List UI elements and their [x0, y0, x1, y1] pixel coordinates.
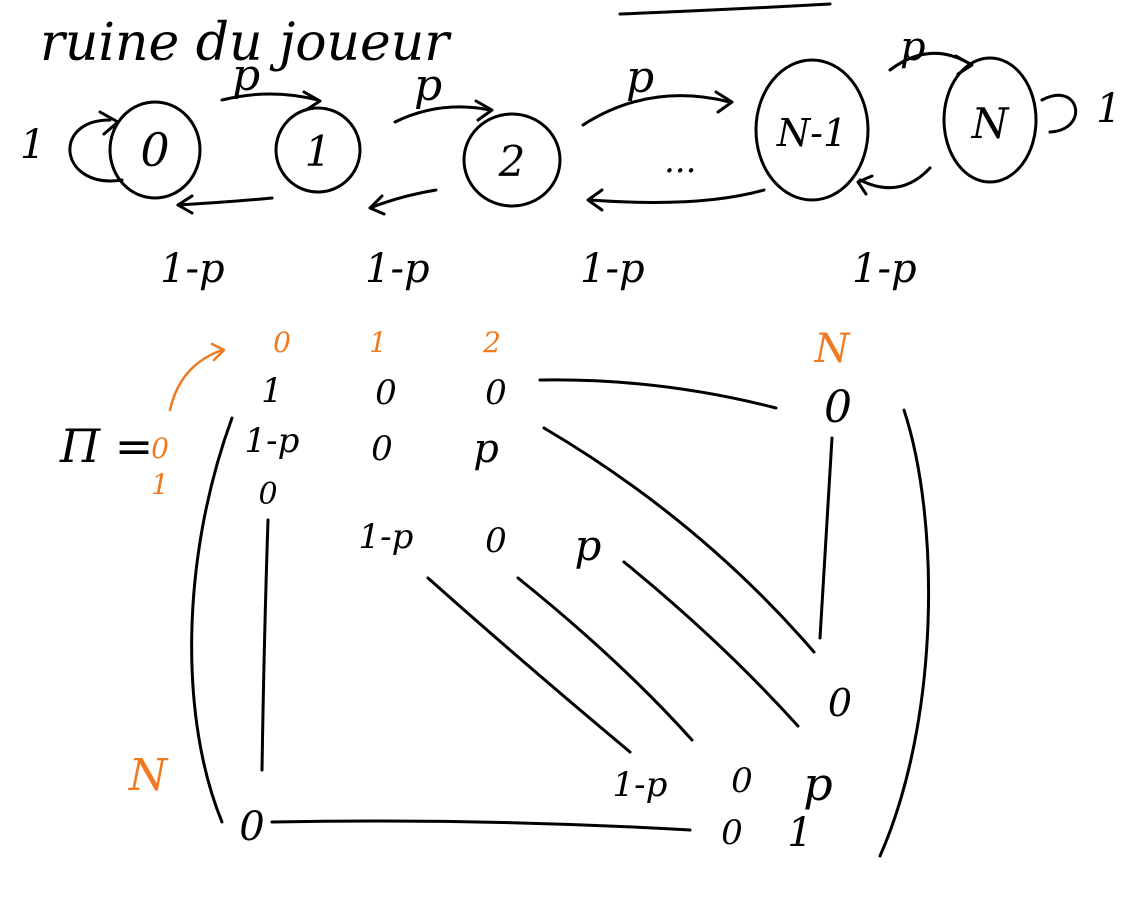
entry-r3-c2: 0 — [485, 521, 507, 561]
column-index-1: 1 — [369, 326, 387, 359]
entry-last-c1: 0 — [721, 813, 743, 853]
entry-pen-c0: 1-p — [613, 765, 668, 805]
entry-last-c2: 1 — [787, 810, 812, 856]
index-corner-arrowhead — [210, 342, 226, 362]
state-1-label: 1 — [305, 127, 332, 176]
self-loop-0 — [68, 118, 124, 183]
subdiagonal-line — [426, 576, 632, 754]
state-n-minus-1: N-1 — [754, 58, 870, 202]
entry-r1-c0: 1-p — [245, 421, 300, 461]
backward-arrow-2-1-head — [368, 194, 386, 216]
entry-last-c0: 0 — [239, 804, 264, 850]
state-n-circle — [942, 56, 1038, 184]
state-2: 2 — [462, 112, 562, 208]
upper-diagonal-line — [542, 426, 816, 654]
self-loop-label-0: 1 — [20, 122, 45, 168]
row-index-0: 0 — [151, 432, 169, 465]
state-n: N — [942, 56, 1038, 184]
column-index-2: 2 — [482, 326, 501, 359]
entry-r1-c2: p — [473, 426, 499, 472]
col0-continuation-line — [260, 518, 270, 772]
state-1: 1 — [274, 106, 362, 194]
main-diagonal-line — [516, 576, 694, 742]
state-1-circle — [274, 106, 362, 194]
entry-r3-c3: p — [575, 521, 602, 570]
backward-arrow-1-0 — [176, 196, 274, 207]
backward-label-1-0: 1-p — [160, 246, 225, 292]
row-index-n: N — [128, 750, 169, 801]
superdiagonal-line — [622, 560, 800, 728]
forward-label-n1-n: p — [900, 24, 926, 70]
row-index-1: 1 — [151, 468, 169, 501]
backward-arrow-n-n1 — [858, 166, 932, 190]
backward-label-n-2: 1-p — [580, 246, 645, 292]
entry-right-zero: 0 — [828, 681, 852, 725]
matrix-indices: 0 1 2 N 0 1 N — [128, 326, 852, 801]
self-loop-0-arrowhead — [98, 110, 120, 136]
entry-pen-c1: 0 — [731, 761, 753, 801]
state-n-minus-1-circle — [754, 58, 870, 202]
forward-arrow-0-1-head — [302, 90, 322, 112]
entry-r3-c1: 1-p — [359, 517, 414, 557]
title-text: ruine du joueur — [40, 13, 452, 73]
column-index-n: N — [814, 326, 852, 372]
last-row-continuation-line — [270, 819, 692, 832]
column-index-0: 0 — [273, 326, 291, 359]
entry-r1-c1: 0 — [371, 429, 393, 469]
state-n-label: N — [971, 99, 1010, 148]
forward-label-1-2: p — [414, 60, 442, 111]
self-loop-label-n: 1 — [1096, 86, 1121, 132]
forward-arrow-2-n-head — [714, 90, 734, 114]
forward-arrow-1-2-head — [474, 99, 494, 122]
entry-r0-c2: 0 — [485, 373, 507, 413]
entry-r0-c1: 0 — [375, 373, 397, 413]
backward-label-n-n1: 1-p — [852, 246, 917, 292]
self-loop-n — [1040, 93, 1078, 134]
entry-r0-cn: 0 — [824, 382, 852, 433]
forward-arrow-2-n — [581, 94, 732, 127]
matrix-left-bracket — [190, 416, 234, 824]
backward-arrow-1-0-head — [176, 194, 194, 215]
backward-arrow-2-1 — [368, 188, 438, 210]
state-0-outer-circle — [108, 100, 202, 200]
state-0: 0 — [108, 100, 202, 200]
backward-arrow-n-2 — [588, 188, 766, 204]
forward-arrow-1-2 — [393, 105, 492, 124]
backward-arrow-n-2-head — [586, 188, 604, 212]
state-0-label: 0 — [140, 123, 169, 177]
chain-ellipsis: ... — [664, 141, 696, 181]
backward-label-2-1: 1-p — [365, 246, 430, 292]
matrix-right-bracket — [878, 408, 931, 858]
matrix-symbol: Π = — [59, 419, 153, 473]
state-n-minus-1-label: N-1 — [776, 111, 847, 155]
top-stroke — [618, 2, 832, 16]
forward-label-0-1: p — [232, 50, 260, 101]
row0-continuation-line — [538, 378, 778, 410]
forward-arrow-0-1 — [220, 92, 320, 102]
entry-r0-c0: 1 — [261, 371, 283, 411]
index-corner-arrow — [168, 348, 224, 412]
entry-pen-c2: p — [803, 757, 832, 811]
backward-arrow-n-n1-head — [856, 174, 874, 196]
entry-r2-c0: 0 — [258, 477, 277, 512]
state-2-label: 2 — [498, 137, 526, 186]
forward-label-2-n: p — [626, 52, 654, 103]
coln-continuation-line — [818, 436, 834, 640]
state-2-circle — [462, 112, 562, 208]
